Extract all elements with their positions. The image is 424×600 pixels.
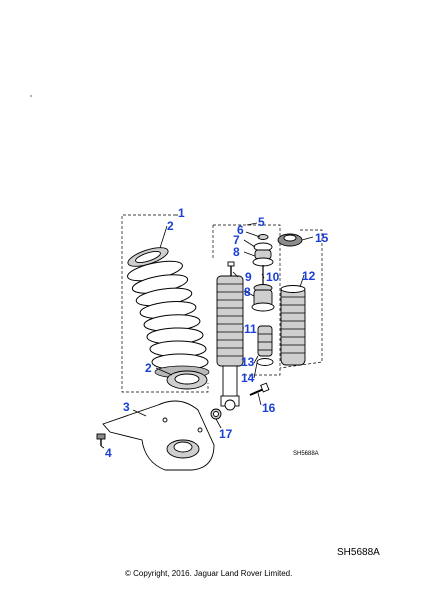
spring-pan (102, 400, 215, 471)
callout-2-bottom: 2 (145, 361, 152, 375)
callout-10: 10 (266, 270, 280, 284)
coil-spring (127, 247, 210, 390)
callout-3: 3 (123, 400, 130, 414)
callout-16: 16 (262, 401, 276, 415)
screw (96, 433, 106, 446)
callout-8-top: 8 (233, 245, 240, 259)
callout-9: 9 (245, 270, 252, 284)
callout-15: 15 (315, 231, 329, 245)
callout-13: 13 (241, 355, 255, 369)
callout-6: 6 (237, 223, 244, 237)
bush (210, 408, 222, 420)
callout-8-lower: 8 (244, 285, 251, 299)
top-mount-cup (277, 233, 303, 247)
dashed-group-damper (212, 224, 281, 376)
callout-17: 17 (219, 427, 233, 441)
dashed-group-spring (121, 214, 209, 393)
copyright-text: © Copyright, 2016. Jaguar Land Rover Lim… (125, 569, 292, 578)
callout-11: 11 (244, 322, 257, 336)
upper-mount-stack (251, 234, 275, 366)
callout-7: 7 (233, 233, 240, 247)
callout-5: 5 (258, 215, 265, 229)
bolt (249, 382, 270, 396)
diagram-reference-code: SH5688A (337, 547, 380, 558)
damper (216, 261, 244, 411)
callout-1: 1 (178, 206, 185, 220)
callout-12: 12 (302, 269, 316, 283)
callout-4: 4 (105, 446, 112, 460)
inner-diagram-code: SH5688A (293, 451, 319, 457)
callout-14: 14 (241, 371, 255, 385)
dust-boot (280, 285, 306, 366)
callout-2-top: 2 (167, 219, 174, 233)
leader-lines (100, 214, 314, 449)
